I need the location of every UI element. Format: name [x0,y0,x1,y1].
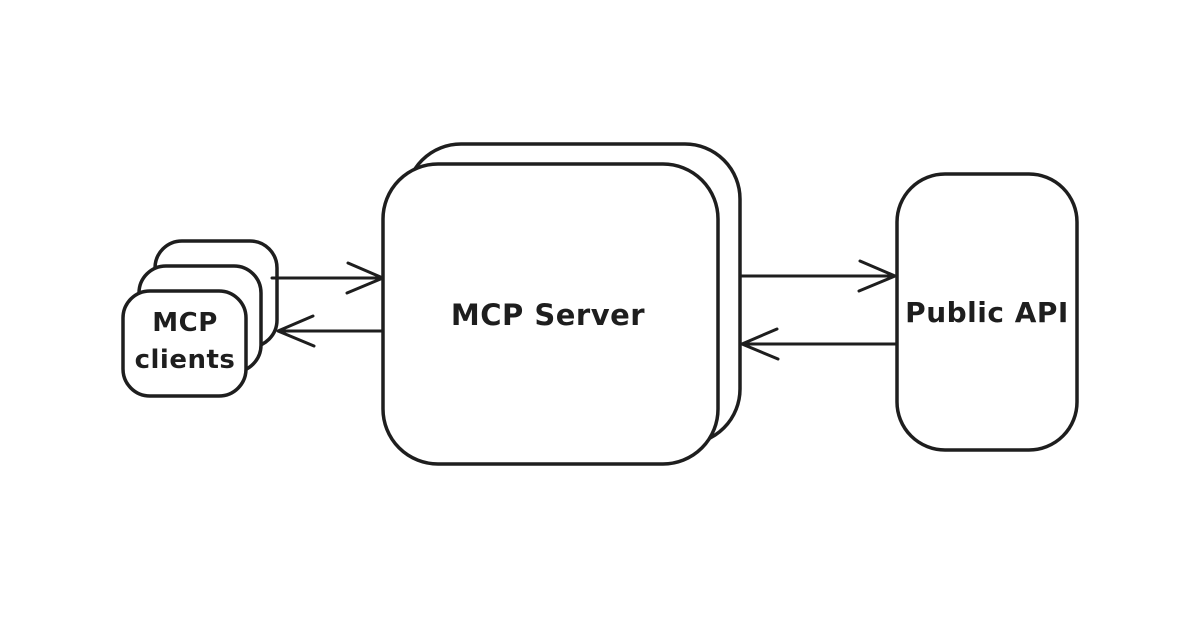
public-api-card [895,172,1079,452]
arrow-server-to-api-head [857,259,897,293]
mcp-server-card-front [381,162,720,466]
mcp-clients-label-line1: MCP [152,308,218,338]
mcp-server-label: MCP Server [451,298,645,332]
arrow-api-to-server [740,327,898,361]
arrow-clients-to-server [270,261,385,295]
mcp-clients-card-front [121,289,248,398]
mcp-clients-label-line2: clients [135,345,236,375]
arrow-server-to-clients [276,314,387,348]
arrow-api-to-server-head [740,327,780,361]
arrow-server-to-clients-head [276,314,316,348]
arrow-server-to-api [739,259,897,293]
public-api-label: Public API [905,296,1069,329]
mcp-server-node: MCP Server [381,142,742,466]
public-api-node: Public API [895,172,1079,452]
mcp-clients-node: MCP clients [121,239,279,398]
